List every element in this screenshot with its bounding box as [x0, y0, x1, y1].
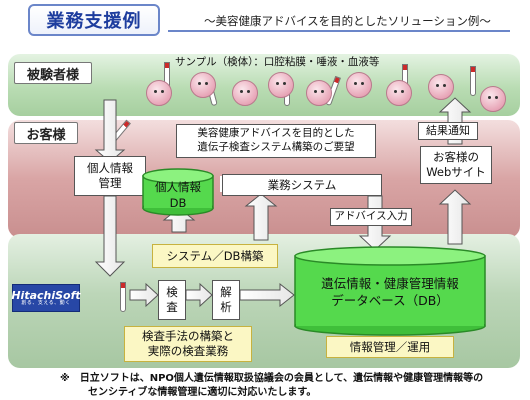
personal-info-db: 個人情報 DB: [142, 168, 214, 216]
sample-caption: サンプル（検体）：口腔粘膜・唾液・血液等: [175, 56, 380, 68]
system-db-build-box: システム／DB構築: [152, 244, 278, 268]
sample-tube-icon: [470, 66, 476, 96]
inspection-box: 検 査: [158, 280, 186, 320]
info-management-box: 情報管理／運用: [326, 336, 454, 358]
subject-face-icon: [480, 86, 506, 112]
subject-face-icon: [268, 72, 294, 98]
footnote: ※ 日立ソフトは、NPO個人遺伝情報取扱協議会の会員として、遺伝情報や健康管理情…: [60, 372, 483, 399]
genetic-health-db: 遺伝情報・健康管理情報 データベース（DB）: [294, 246, 486, 336]
hitachisoft-logo: HitachiSoft 創る、支える、動く: [11, 284, 81, 312]
analysis-box: 解 析: [212, 280, 240, 320]
subject-face-icon: [386, 80, 412, 106]
personal-info-management-box: 個人情報 管理: [74, 156, 146, 196]
title-divider: [168, 30, 510, 32]
subject-face-icon: [346, 72, 372, 98]
sample-tube-icon: [120, 282, 126, 312]
customer-website-box: お客様の Webサイト: [420, 146, 492, 184]
logo-wordmark: HitachiSoft: [11, 288, 81, 302]
subject-face-icon: [428, 74, 454, 100]
genetic-health-db-label: 遺伝情報・健康管理情報 データベース（DB）: [321, 276, 459, 308]
personal-info-db-label: 個人情報 DB: [155, 180, 201, 210]
customer-label: お客様: [14, 122, 78, 144]
advice-input-label: アドバイス入力: [330, 208, 412, 226]
footnote-line-2: センシティブな情報管理に適切に対応いたします。: [88, 386, 317, 398]
subject-face-icon: [306, 80, 332, 106]
inspection-method-box: 検査手法の構築と 実際の検査業務: [124, 326, 252, 362]
subject-face-icon: [232, 80, 258, 106]
subject-face-icon: [190, 72, 216, 98]
footnote-line-1: ※ 日立ソフトは、NPO個人遺伝情報取扱協議会の会員として、遺伝情報や健康管理情…: [60, 373, 484, 384]
requirement-box: 美容健康アドバイスを目的とした 遺伝子検査システム構築のご要望: [176, 124, 376, 158]
subject-label: 被験者様: [14, 62, 92, 84]
subject-face-icon: [146, 80, 172, 106]
result-notice-label: 結果通知: [418, 122, 478, 140]
business-system-box: 業務システム: [222, 174, 382, 196]
logo-tagline: 創る、支える、動く: [21, 300, 71, 307]
page-subtitle: ～美容健康アドバイスを目的としたソリューション例～: [200, 13, 495, 29]
page-title: 業務支援例: [28, 4, 160, 36]
